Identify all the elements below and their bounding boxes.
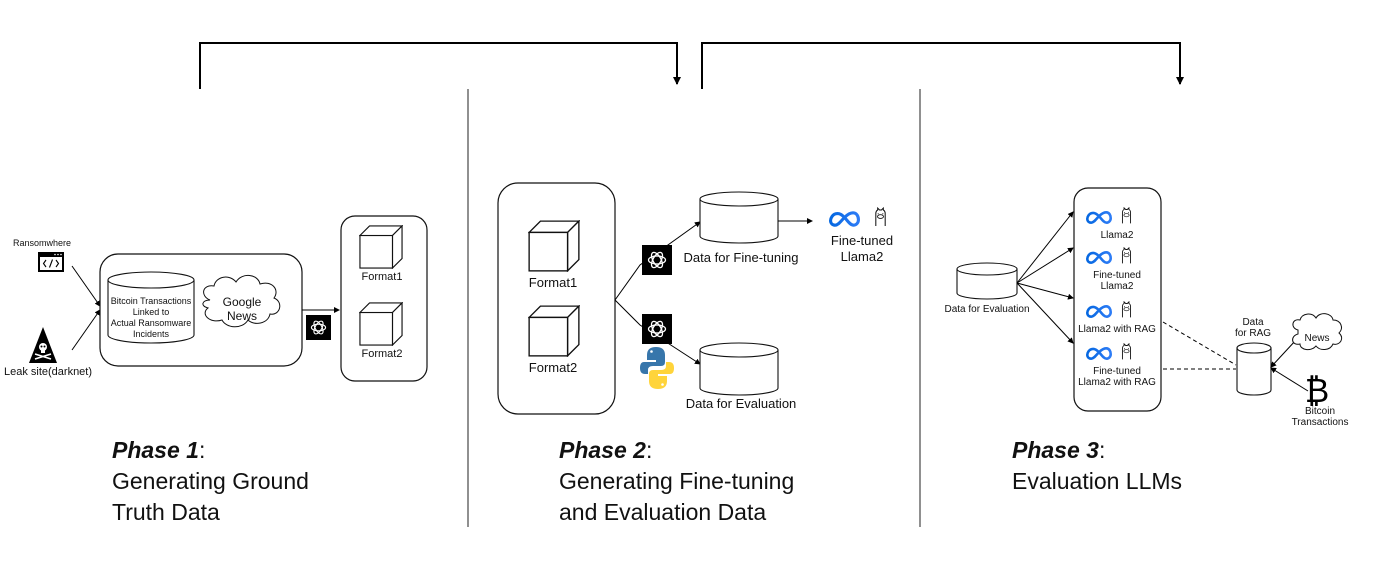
openai-icon xyxy=(642,245,672,275)
phase2-format1-label: Format1 xyxy=(528,275,578,290)
model-label-line: Llama2 xyxy=(840,249,884,264)
phase3-colon: : xyxy=(1098,437,1106,463)
format1-cube-icon xyxy=(528,220,580,272)
ground-truth-database xyxy=(107,271,195,344)
bitcoin-icon: ₿ xyxy=(1305,371,1329,410)
format2-cube-icon xyxy=(359,302,403,346)
model-finetuned-llama2-label: Fine-tuned Llama2 xyxy=(1093,270,1141,292)
finetuning-database xyxy=(699,191,779,244)
bitcoin-label-line: Transactions xyxy=(1291,417,1349,428)
feedback-arrow-phase1-to-phase2 xyxy=(199,42,681,89)
format1-cube-icon xyxy=(359,225,403,269)
model-label-line: Llama2 xyxy=(1100,230,1134,241)
meta-logo-icon xyxy=(829,211,860,227)
db-label-line: Bitcoin Transactions xyxy=(110,296,192,306)
cloud-label-line: News xyxy=(226,309,258,323)
model-label-line: Llama2 xyxy=(1100,281,1134,292)
phase2-desc-line1: Generating Fine-tuning xyxy=(559,468,795,494)
phase3-heading: Phase 3: xyxy=(1012,435,1182,466)
bitcoin-transactions-label: Bitcoin Transactions xyxy=(1292,406,1349,428)
python-icon xyxy=(640,347,674,389)
news-cloud-label: News xyxy=(1304,333,1330,344)
phase3-desc-line1: Evaluation LLMs xyxy=(1012,468,1183,494)
phase2-colon: : xyxy=(645,437,653,463)
evaluation-db-label: Data for Evaluation xyxy=(685,396,797,411)
feedback-arrow-phase2-to-phase3 xyxy=(701,42,1184,89)
rag-db-label: Data for RAG xyxy=(1235,317,1271,339)
llama-icon xyxy=(875,207,886,227)
finetuned-llama2-label: Fine-tuned Llama2 xyxy=(831,233,893,265)
db-label-line: Actual Ransomware xyxy=(110,318,192,328)
evaluation-database xyxy=(699,342,779,396)
phase3-eval-db-label: Data for Evaluation xyxy=(944,304,1030,315)
phase3-caption: Phase 3: Evaluation LLMs xyxy=(1012,435,1182,497)
phase2-caption: Phase 2: Generating Fine-tuning and Eval… xyxy=(559,435,794,528)
model-llama2-label: Llama2 xyxy=(1101,230,1134,241)
phase1-format2-label: Format2 xyxy=(361,348,403,360)
openai-icon xyxy=(642,314,672,344)
phase1-caption: Phase 1: Generating Ground Truth Data xyxy=(112,435,309,528)
format2-cube-icon xyxy=(528,305,580,357)
phase1-title: Phase 1 xyxy=(112,437,199,463)
news-cloud xyxy=(1292,313,1343,351)
model-label-line: Llama2 with RAG xyxy=(1078,324,1156,335)
google-news-label: Google News xyxy=(223,295,262,323)
phase1-desc-line2: Truth Data xyxy=(112,499,220,525)
code-window-icon xyxy=(38,252,64,272)
phase2-desc-line2: and Evaluation Data xyxy=(559,499,767,525)
ransomwhere-label: Ransomwhere xyxy=(12,238,72,248)
openai-icon xyxy=(306,315,331,340)
phase2-heading: Phase 2: xyxy=(559,435,794,466)
finetuning-db-label: Data for Fine-tuning xyxy=(683,250,799,265)
phase2-format2-label: Format2 xyxy=(528,360,578,375)
model-llama2-rag-label: Llama2 with RAG xyxy=(1078,324,1156,335)
rag-label-line: for RAG xyxy=(1234,328,1272,339)
phase1-desc-line1: Generating Ground xyxy=(112,468,309,494)
google-news-cloud xyxy=(202,275,281,328)
phase3-title: Phase 3 xyxy=(1012,437,1099,463)
model-label-line: Fine-tuned xyxy=(830,233,894,248)
leak-site-label: Leak site(darknet) xyxy=(3,366,93,378)
rag-database xyxy=(1236,342,1272,396)
ground-truth-db-label: Bitcoin Transactions Linked to Actual Ra… xyxy=(111,296,192,340)
model-label-line: Llama2 with RAG xyxy=(1078,377,1156,388)
model-finetuned-llama2-rag-label: Fine-tuned Llama2 with RAG xyxy=(1078,366,1156,388)
model-label-line: Fine-tuned xyxy=(1093,366,1141,377)
db-label-line: Incidents xyxy=(132,329,170,339)
phase1-heading: Phase 1: xyxy=(112,435,309,466)
phase2-title: Phase 2 xyxy=(559,437,646,463)
phase1-colon: : xyxy=(198,437,206,463)
model-label-line: Fine-tuned xyxy=(1093,270,1141,281)
rag-label-line: Data xyxy=(1242,317,1264,328)
phase2-formats-container xyxy=(497,182,616,415)
phase3-evaluation-database xyxy=(956,262,1018,300)
cloud-label-line: Google xyxy=(222,295,262,309)
skull-warning-icon xyxy=(29,327,57,363)
db-label-line: Linked to xyxy=(132,307,170,317)
bitcoin-label-line: Bitcoin xyxy=(1304,406,1335,417)
phase1-format1-label: Format1 xyxy=(361,271,403,283)
